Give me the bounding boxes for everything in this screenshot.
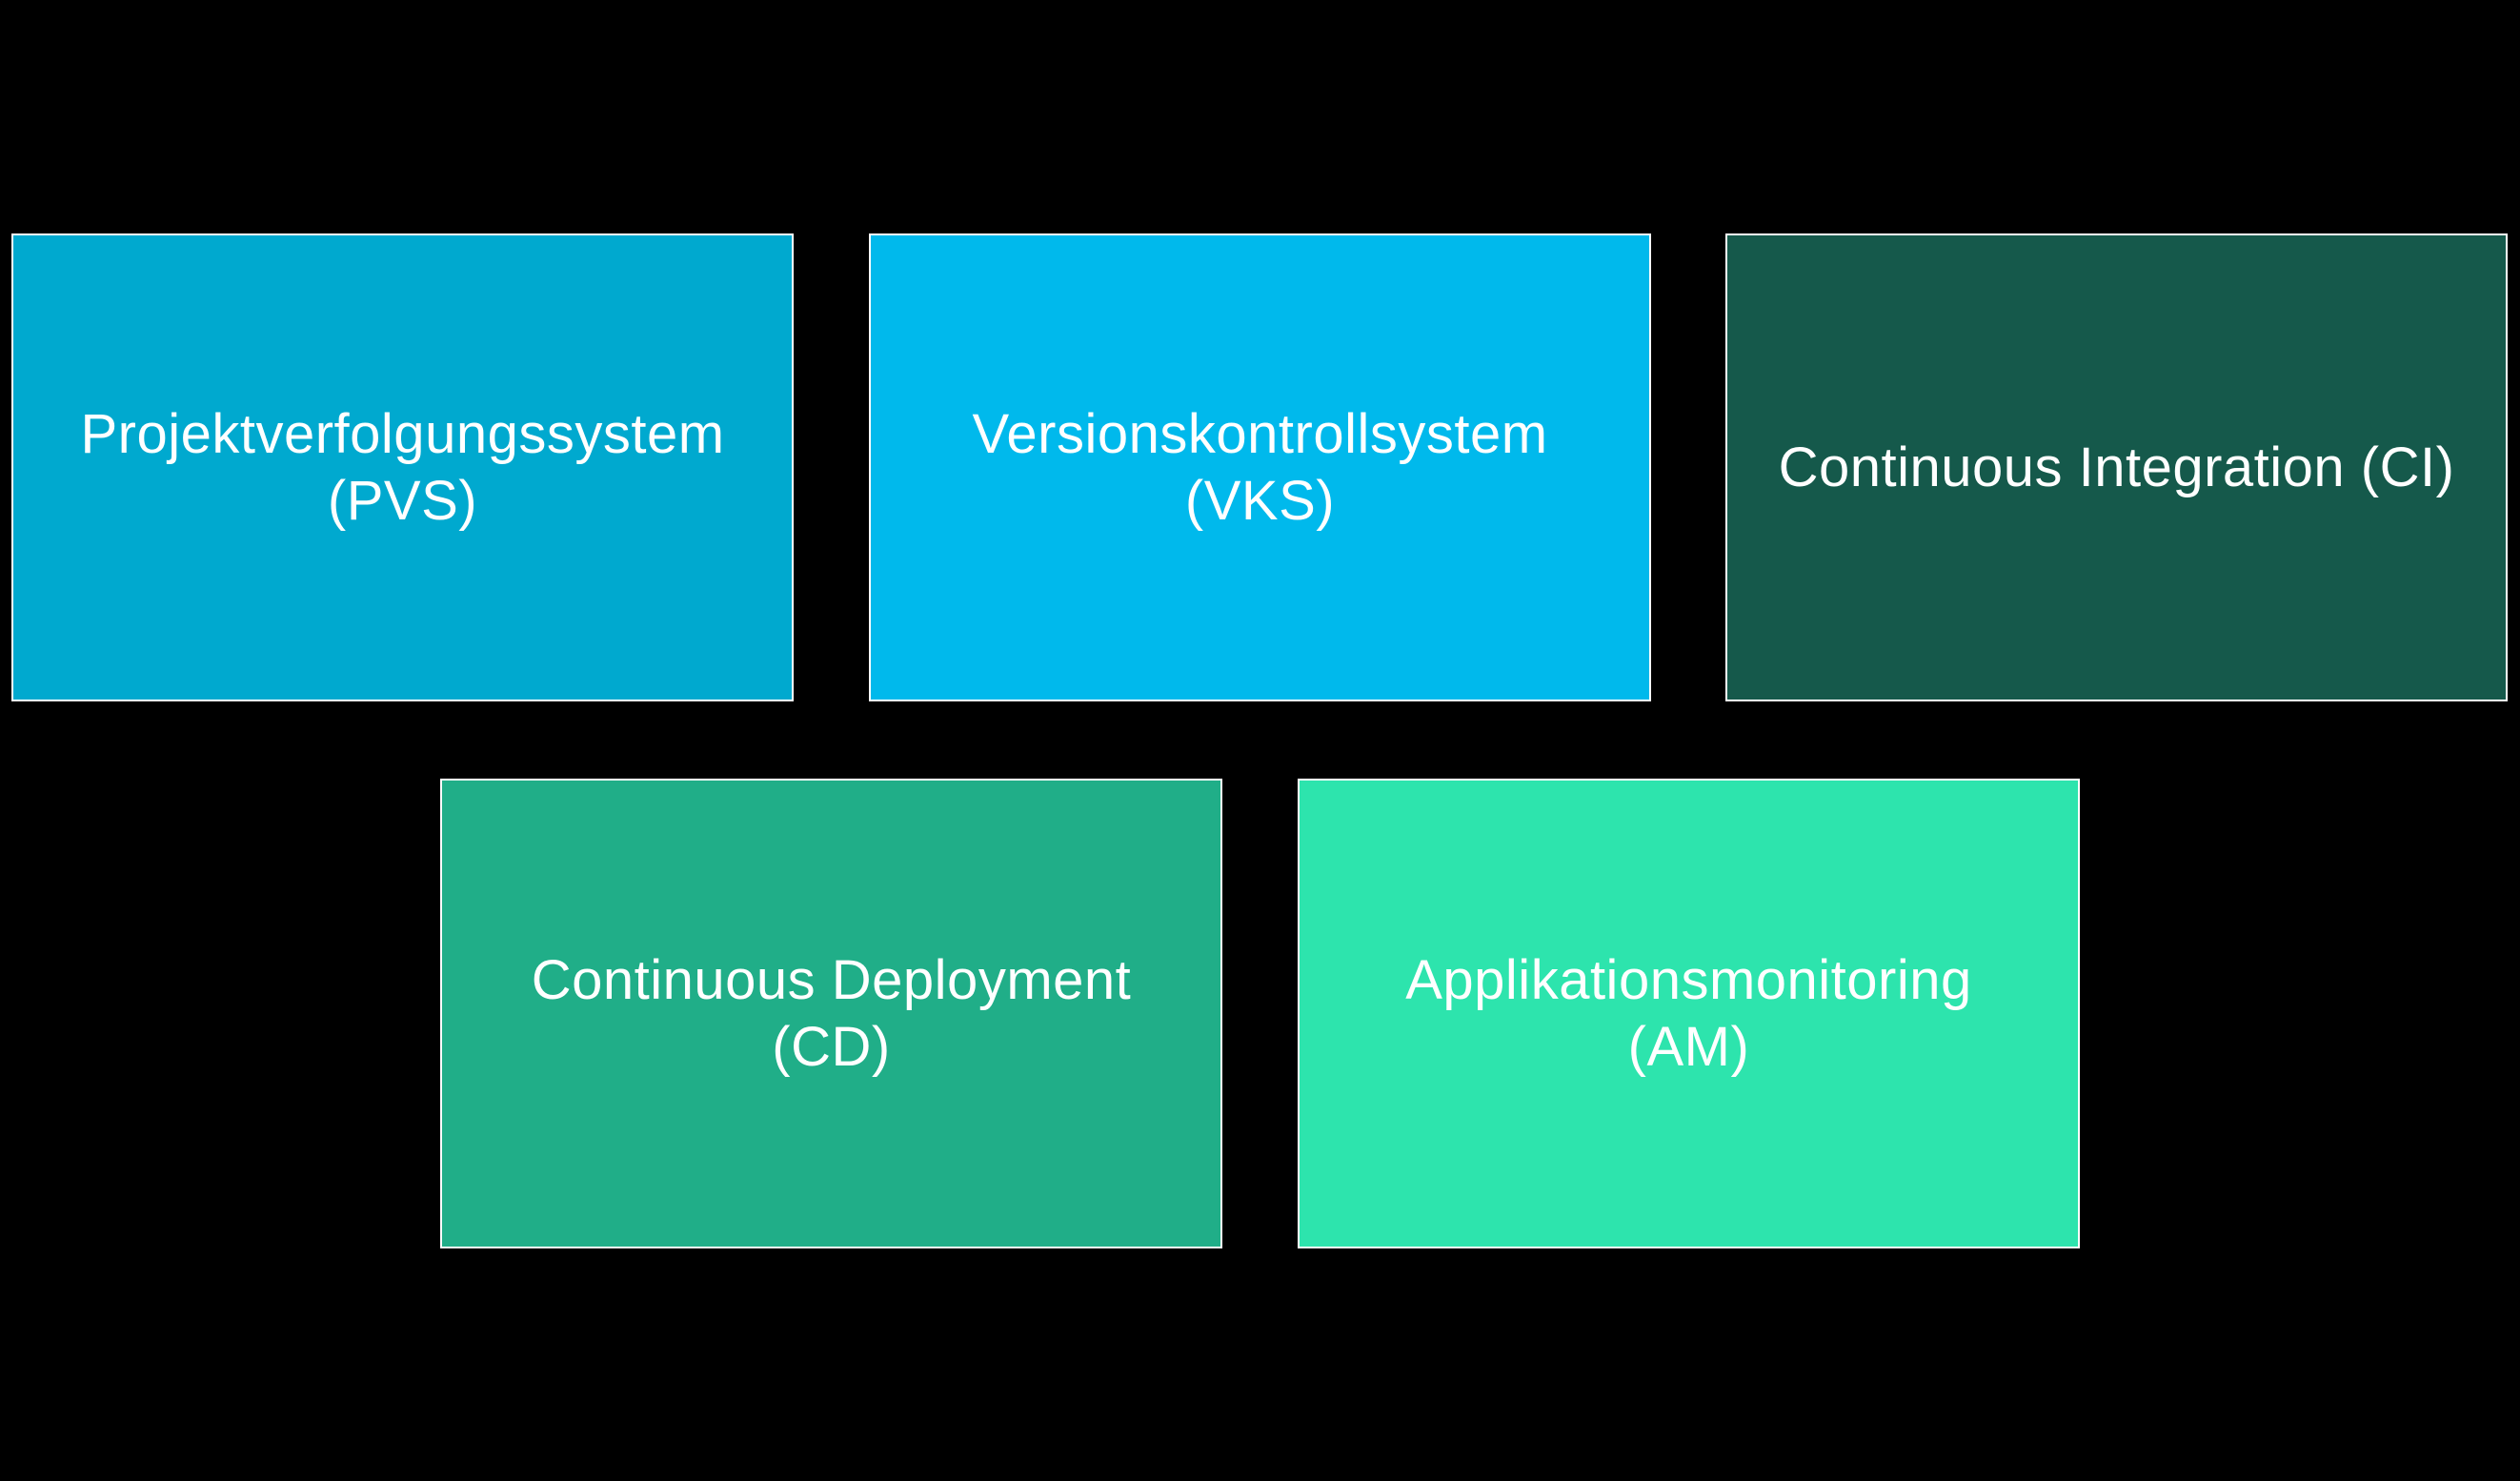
node-am-label-line2: (AM) <box>1627 1015 1750 1078</box>
node-cd-label-line2: (CD) <box>772 1015 891 1078</box>
node-am-label-line1: Applikationsmonitoring <box>1405 948 1972 1011</box>
node-vks-label-line1: Versionskontrollsystem <box>972 402 1548 465</box>
node-pvs-label-line2: (PVS) <box>327 469 478 532</box>
node-cd-label-line1: Continuous Deployment <box>531 948 1132 1011</box>
node-am: Applikationsmonitoring (AM) <box>1298 779 2080 1248</box>
node-ci: Continuous Integration (CI) <box>1725 233 2508 701</box>
node-pvs-label-line1: Projektverfolgungssystem <box>80 402 725 465</box>
node-cd: Continuous Deployment (CD) <box>440 779 1222 1248</box>
node-pvs: Projektverfolgungssystem (PVS) <box>11 233 794 701</box>
node-vks: Versionskontrollsystem (VKS) <box>869 233 1651 701</box>
node-ci-label-line1: Continuous Integration (CI) <box>1778 436 2455 498</box>
node-vks-label-line2: (VKS) <box>1184 469 1336 532</box>
